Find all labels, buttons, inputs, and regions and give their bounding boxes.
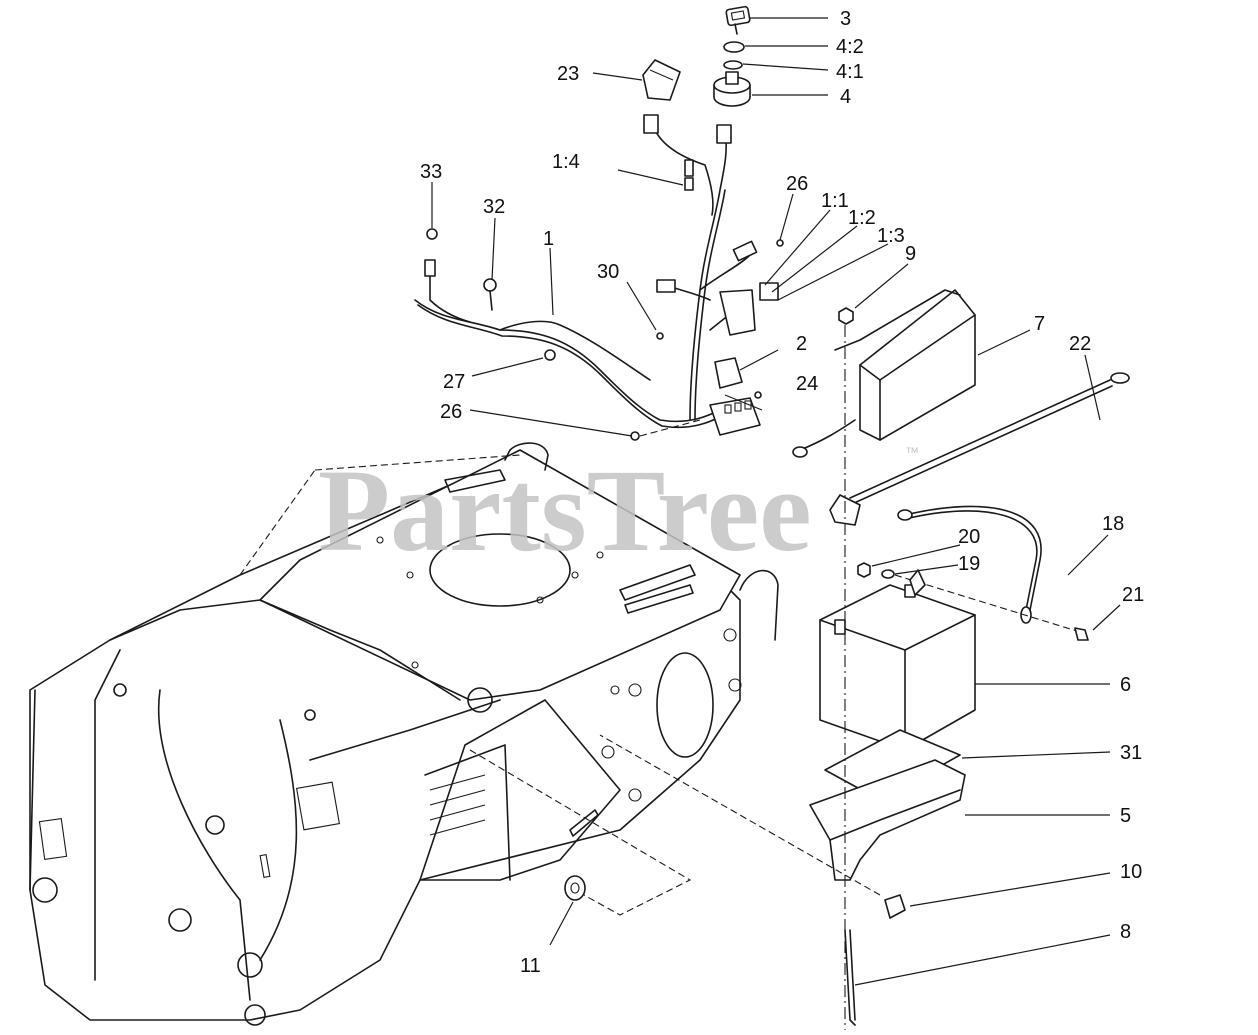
callout-8: 8 xyxy=(1120,921,1131,943)
callout-labels: 3 4:2 4:1 4 23 1:4 33 32 1 26 1:1 1:2 1:… xyxy=(420,8,1144,977)
callout-20: 20 xyxy=(958,526,980,548)
ground-cable xyxy=(799,419,856,451)
callout-27: 27 xyxy=(443,371,465,393)
callout-5: 5 xyxy=(1120,805,1131,827)
hour-meter-23 xyxy=(642,59,681,101)
callout-30: 30 xyxy=(597,261,619,283)
key-3 xyxy=(725,5,751,35)
callout-10: 10 xyxy=(1120,861,1142,883)
battery-6 xyxy=(819,584,976,751)
callout-1: 1 xyxy=(543,228,554,250)
callout-6: 6 xyxy=(1120,674,1131,696)
callout-33: 33 xyxy=(420,161,442,183)
washer-4-1 xyxy=(723,60,743,70)
washer-19 xyxy=(881,569,895,579)
callout-22: 22 xyxy=(1069,333,1091,355)
nut-9 xyxy=(838,307,854,325)
callout-7: 7 xyxy=(1034,313,1045,335)
leader-lines xyxy=(431,17,1121,986)
callout-31: 31 xyxy=(1120,742,1142,764)
callout-4-2: 4:2 xyxy=(836,36,864,58)
positive-cable-22 xyxy=(829,372,1130,526)
callout-9: 9 xyxy=(905,243,916,265)
bolt-21 xyxy=(1074,627,1089,641)
callout-1-1: 1:1 xyxy=(821,190,849,212)
wire-harness-1 xyxy=(414,114,784,441)
callout-32: 32 xyxy=(483,196,505,218)
callout-23: 23 xyxy=(557,63,579,85)
callout-21: 21 xyxy=(1122,584,1144,606)
callout-2: 2 xyxy=(796,333,807,355)
hold-down-rod-8 xyxy=(844,929,856,1026)
nut-4-2 xyxy=(723,41,745,53)
callout-26-top: 26 xyxy=(786,173,808,195)
battery-cover-7 xyxy=(834,289,976,441)
nut-20 xyxy=(857,562,871,578)
callout-4: 4 xyxy=(840,86,851,108)
watermark-trademark: ™ xyxy=(905,444,919,460)
nut-11 xyxy=(564,875,586,901)
battery-tray-5 xyxy=(809,759,966,881)
callout-4-1: 4:1 xyxy=(836,61,864,83)
callout-3: 3 xyxy=(840,8,851,30)
watermark: PartsTree ™ xyxy=(318,444,919,576)
watermark-text: PartsTree xyxy=(318,445,812,576)
callout-26-bottom: 26 xyxy=(440,401,462,423)
callout-18: 18 xyxy=(1102,513,1124,535)
callout-11: 11 xyxy=(520,955,541,977)
callout-1-4: 1:4 xyxy=(552,151,580,173)
frame-assembly xyxy=(29,442,779,1026)
callout-1-3: 1:3 xyxy=(877,225,905,247)
ignition-switch-4 xyxy=(713,71,751,107)
bolt-10 xyxy=(599,734,906,919)
callout-19: 19 xyxy=(958,553,980,575)
callout-24: 24 xyxy=(796,373,818,395)
callout-1-2: 1:2 xyxy=(848,207,876,229)
